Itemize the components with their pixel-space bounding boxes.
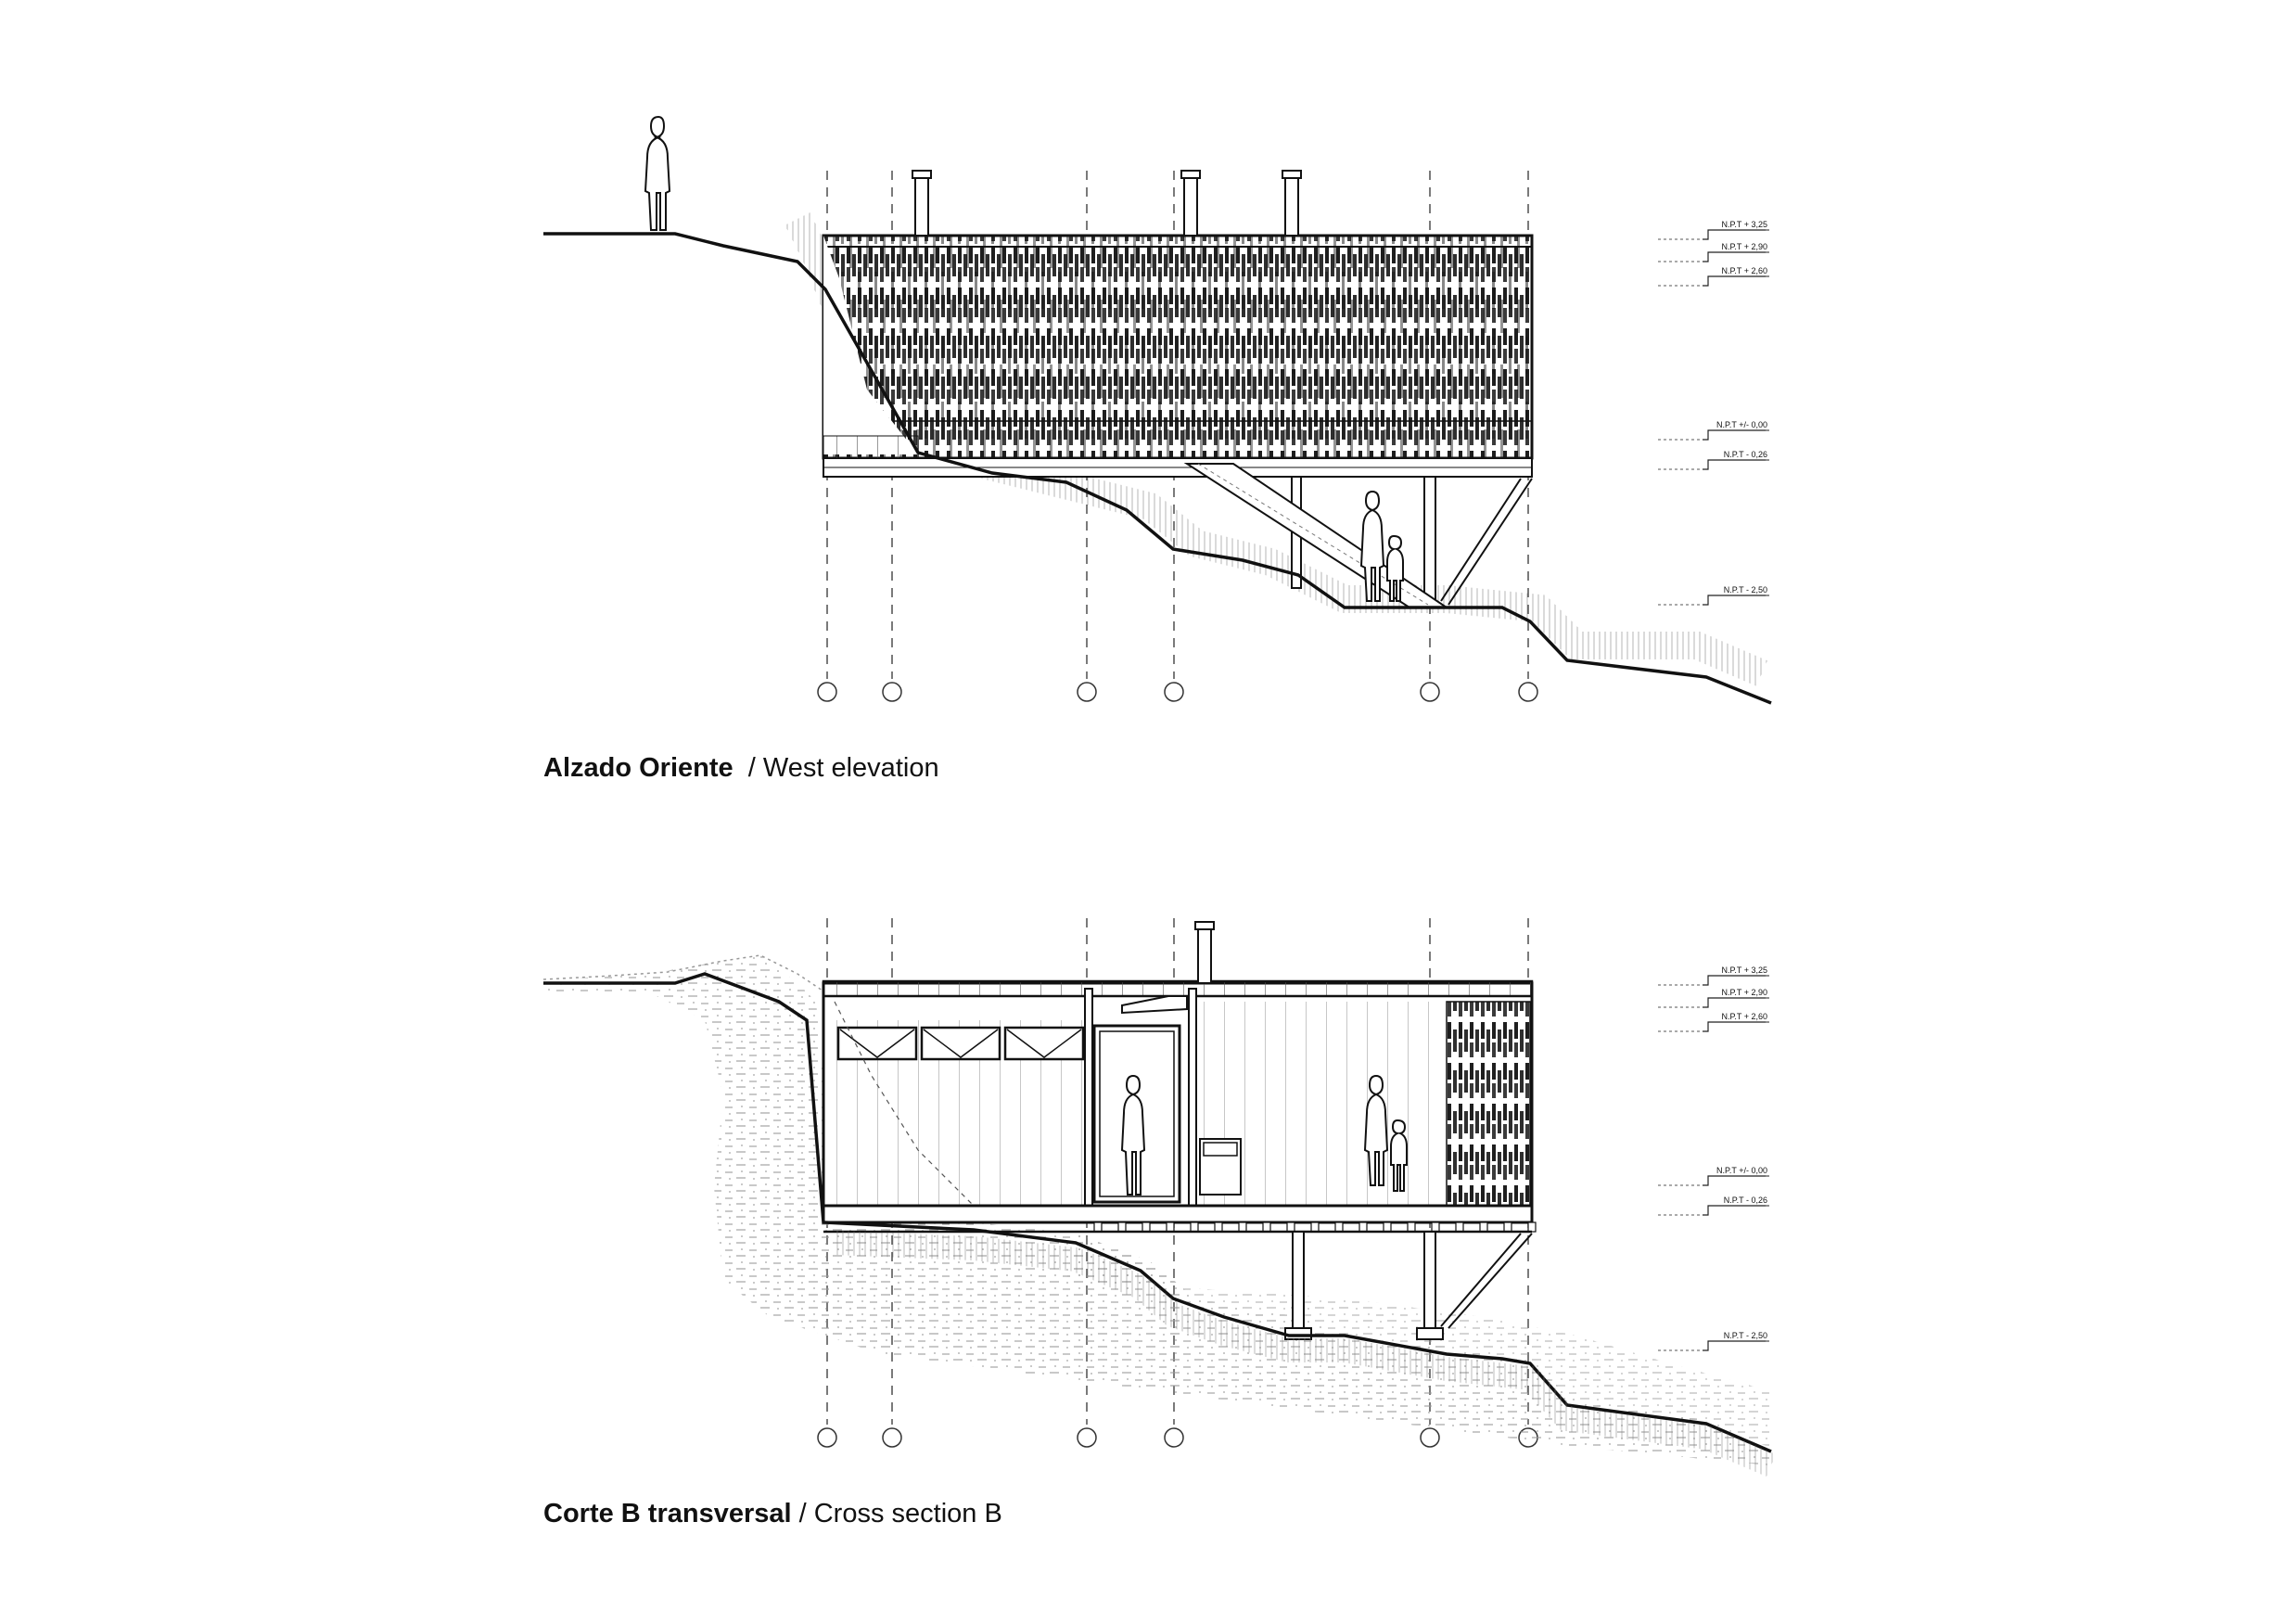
grid-axis-bubble bbox=[1420, 682, 1440, 702]
level-label: N.P.T + 2,60 bbox=[1722, 1012, 1767, 1021]
level-label: N.P.T - 2,50 bbox=[1724, 585, 1767, 595]
grid-axis-bubble bbox=[1518, 682, 1538, 702]
grid-axis-bubble bbox=[1164, 1427, 1184, 1448]
level-label: N.P.T + 3,25 bbox=[1722, 220, 1767, 229]
level-label: N.P.T - 0,26 bbox=[1724, 1196, 1767, 1205]
ground-line bbox=[543, 972, 1772, 1453]
level-label: N.P.T +/- 0,00 bbox=[1716, 420, 1767, 429]
chimney bbox=[1197, 923, 1212, 984]
section-caption: Corte B transversal / Cross section B bbox=[543, 1499, 1002, 1529]
west-elevation-drawing: N.P.T + 3,25N.P.T + 2,90N.P.T + 2,60N.P.… bbox=[543, 115, 1772, 705]
level-markers: N.P.T + 3,25N.P.T + 2,90N.P.T + 2,60N.P.… bbox=[1658, 965, 1769, 1351]
person-silhouette bbox=[644, 115, 1404, 602]
caption-title: Alzado Oriente bbox=[543, 753, 733, 783]
grid-axis-bubble bbox=[1420, 1427, 1440, 1448]
grid-axis-bubble bbox=[1077, 1427, 1097, 1448]
grid-axis-bubble bbox=[882, 682, 902, 702]
level-label: N.P.T + 2,60 bbox=[1722, 266, 1767, 275]
level-label: N.P.T - 2,50 bbox=[1724, 1331, 1767, 1340]
clerestory-window bbox=[836, 1026, 1085, 1061]
grid-axis-bubble bbox=[817, 1427, 837, 1448]
grid-axis-bubble bbox=[817, 682, 837, 702]
caption-subtitle: / West elevation bbox=[747, 753, 939, 783]
level-label: N.P.T + 2,90 bbox=[1722, 242, 1767, 251]
facade-cladding bbox=[1446, 1001, 1531, 1216]
level-label: N.P.T + 2,90 bbox=[1722, 988, 1767, 997]
floor-slab bbox=[822, 1204, 1534, 1224]
person-silhouette bbox=[1120, 1074, 1408, 1196]
grid-axis-bubble bbox=[882, 1427, 902, 1448]
level-markers: N.P.T + 3,25N.P.T + 2,90N.P.T + 2,60N.P.… bbox=[1658, 220, 1769, 606]
ground-line bbox=[543, 232, 1772, 705]
level-label: N.P.T - 0,26 bbox=[1724, 450, 1767, 459]
grid-axis-bubble bbox=[1164, 682, 1184, 702]
grid-axis-bubble bbox=[1077, 682, 1097, 702]
caption-subtitle: / Cross section B bbox=[798, 1499, 1002, 1528]
cross-section-drawing: N.P.T + 3,25N.P.T + 2,90N.P.T + 2,60N.P.… bbox=[542, 918, 1777, 1477]
level-label: N.P.T +/- 0,00 bbox=[1716, 1166, 1767, 1175]
elevation-caption: Alzado Oriente / West elevation bbox=[543, 753, 939, 784]
chimney bbox=[912, 170, 1302, 237]
soil-hatch bbox=[543, 955, 1771, 1465]
level-label: N.P.T + 3,25 bbox=[1722, 965, 1767, 975]
caption-title: Corte B transversal bbox=[543, 1499, 792, 1528]
